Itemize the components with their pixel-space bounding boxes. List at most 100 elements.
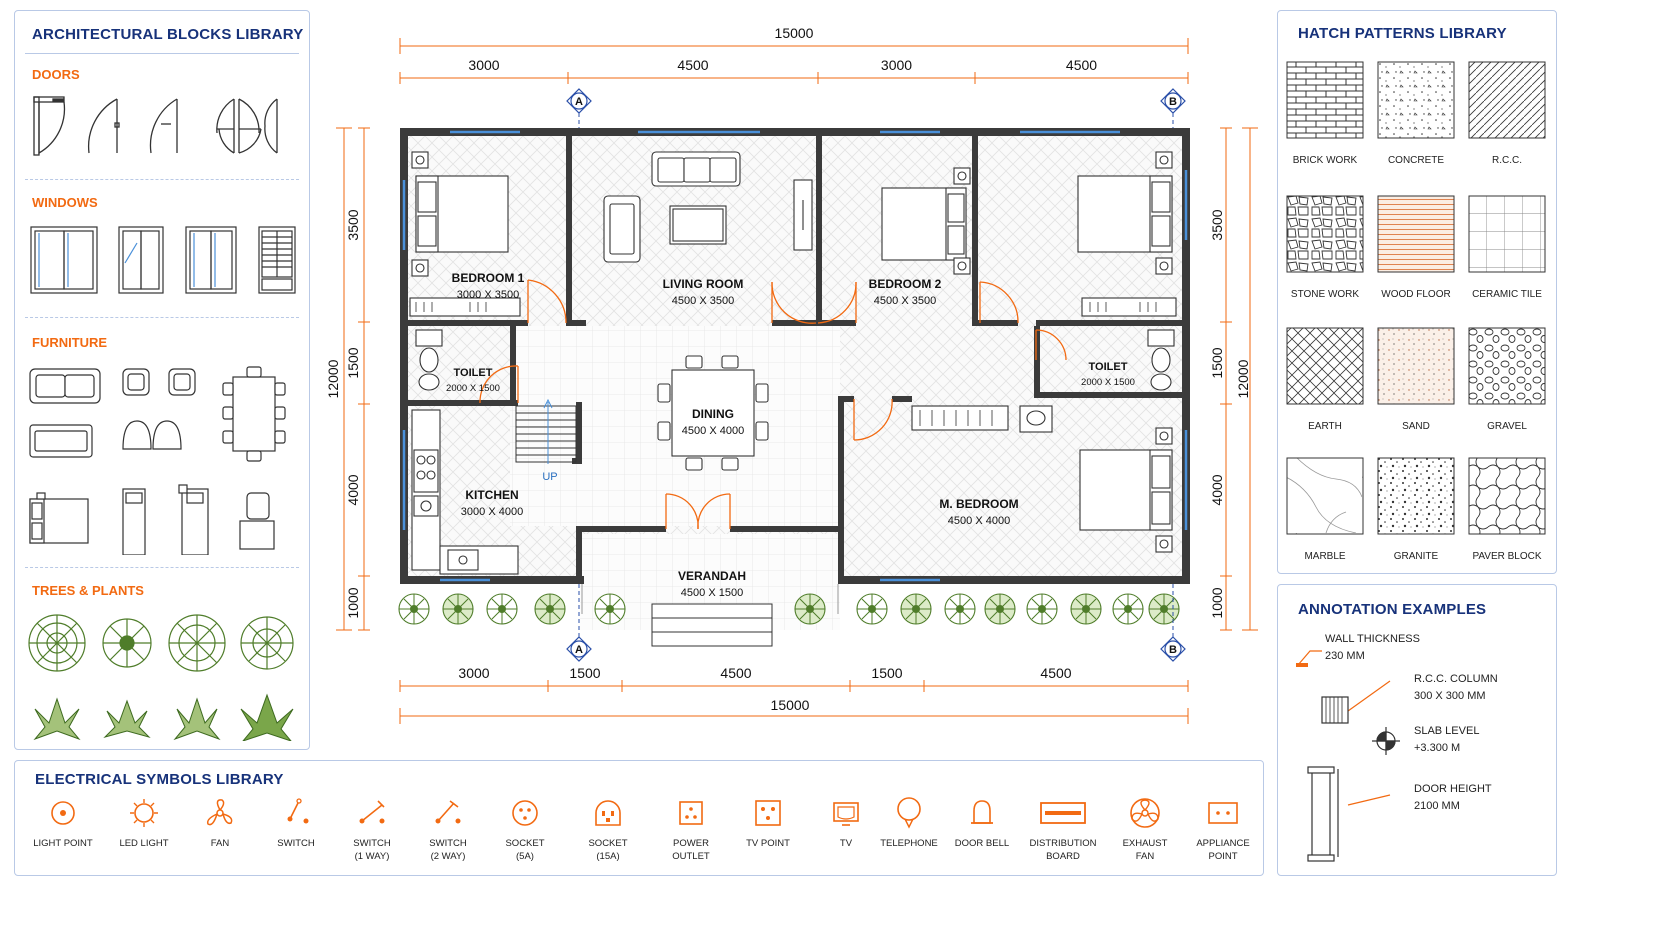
slab-level-value: +3.300 M [1414, 742, 1461, 754]
hatch-concrete[interactable] [1377, 61, 1455, 139]
grid-marker-label: A [575, 644, 583, 656]
doors-section-label: DOORS [32, 67, 80, 82]
socket-5a-icon[interactable] [505, 797, 545, 829]
electrical-label-line1: SWITCH [353, 838, 391, 849]
dimension-label: 3000 [468, 57, 499, 73]
plan-furniture [409, 151, 1177, 575]
electrical-label-line2: (2 WAY) [430, 851, 466, 862]
fan-icon[interactable] [200, 797, 240, 829]
tree-symbol [984, 593, 1016, 625]
electrical-label-line2: BOARD [1046, 851, 1080, 862]
tree-symbol [856, 593, 888, 625]
hatch-stone[interactable] [1286, 195, 1364, 273]
room-name: M. BEDROOM [939, 497, 1019, 511]
door-bell-icon[interactable] [962, 797, 1002, 829]
walls [400, 128, 1190, 584]
hatch-paver[interactable] [1468, 457, 1546, 535]
room-name: DINING [692, 407, 734, 421]
tree-symbol [1112, 593, 1144, 625]
grid-line [578, 113, 1174, 637]
rcc-column-title: R.C.C. COLUMN [1414, 673, 1498, 685]
hatch-sand[interactable] [1377, 327, 1455, 405]
hatch-tile[interactable] [1468, 195, 1546, 273]
grid-marker-label: B [1169, 644, 1177, 656]
slab-level-title: SLAB LEVEL [1414, 725, 1480, 737]
telephone-icon[interactable] [889, 797, 929, 829]
tv-icon[interactable] [826, 797, 866, 829]
tree-symbol [398, 593, 430, 625]
dimension-label: 4500 [1040, 665, 1071, 681]
annotation-graphics [1296, 650, 1400, 862]
grid-marker-label: B [1169, 96, 1177, 108]
window-blocks[interactable] [29, 223, 299, 297]
hatch-rcc[interactable] [1468, 61, 1546, 139]
hatch-brick[interactable] [1286, 61, 1364, 139]
led-light-icon[interactable] [124, 797, 164, 829]
hatch-label: GRAVEL [1487, 421, 1527, 432]
electrical-label: DOOR BELL [942, 837, 1022, 850]
electrical-label-line1: SWITCH [277, 838, 315, 849]
hatch-gravel[interactable] [1468, 327, 1546, 405]
room-size: 4500 X 4000 [947, 515, 1011, 527]
hatch-marble[interactable] [1286, 457, 1364, 535]
room-name: LIVING ROOM [662, 277, 744, 291]
dimension-label: 4000 [1209, 474, 1225, 505]
hatch-label: CERAMIC TILE [1472, 289, 1542, 300]
electrical-label: SWITCH [256, 837, 336, 850]
divider [25, 53, 299, 54]
hatch-label: SAND [1402, 421, 1430, 432]
hatch-patterns-title: HATCH PATTERNS LIBRARY [1298, 25, 1507, 42]
electrical-label-line1: EXHAUST [1122, 838, 1168, 849]
dimension-label: 1500 [345, 347, 361, 378]
door-blocks[interactable] [29, 89, 299, 171]
distribution-board-icon[interactable] [1039, 797, 1087, 829]
dimension-label: 3000 [458, 665, 489, 681]
hatch-earth[interactable] [1286, 327, 1364, 405]
hatch-wood[interactable] [1377, 195, 1455, 273]
light-point-icon[interactable] [43, 797, 83, 829]
electrical-label: LED LIGHT [104, 837, 184, 850]
switch-2way-icon[interactable] [428, 797, 468, 829]
hatch-granite[interactable] [1377, 457, 1455, 535]
hatch-label: STONE WORK [1290, 289, 1360, 300]
switch-icon[interactable] [276, 797, 316, 829]
electrical-label-line1: APPLIANCE [1196, 838, 1250, 849]
tree-symbol [900, 593, 932, 625]
tree-blocks[interactable] [27, 611, 299, 741]
room-name: BEDROOM 2 [868, 277, 942, 291]
exhaust-fan-icon[interactable] [1125, 797, 1165, 829]
room-name: TOILET [1088, 361, 1128, 373]
appliance-point-icon[interactable] [1203, 797, 1243, 829]
hatch-label: CONCRETE [1387, 155, 1445, 166]
furniture-blocks[interactable] [27, 359, 299, 555]
tree-symbol [442, 593, 474, 625]
dimension-label: 1500 [1209, 347, 1225, 378]
tv-point-icon[interactable] [748, 797, 788, 829]
windows [402, 130, 1188, 582]
power-outlet-icon[interactable] [671, 797, 711, 829]
dimension-label: 15000 [775, 25, 814, 41]
dimension-label: 3500 [1209, 209, 1225, 240]
dimension-label: 12000 [1235, 359, 1251, 398]
socket-15a-icon[interactable] [588, 797, 628, 829]
windows-section-label: WINDOWS [32, 195, 98, 210]
electrical-symbols-title: ELECTRICAL SYMBOLS LIBRARY [35, 771, 284, 788]
room-size: 3000 X 4000 [460, 506, 524, 518]
dimension-label: 4000 [345, 474, 361, 505]
hatch-label: MARBLE [1304, 551, 1346, 562]
switch-1way-icon[interactable] [352, 797, 392, 829]
electrical-label-line2: (1 WAY) [354, 851, 390, 862]
room-name: BEDROOM 1 [451, 271, 525, 285]
grid-marker: B [1160, 88, 1186, 114]
wall-thickness-value: 230 MM [1325, 650, 1365, 662]
